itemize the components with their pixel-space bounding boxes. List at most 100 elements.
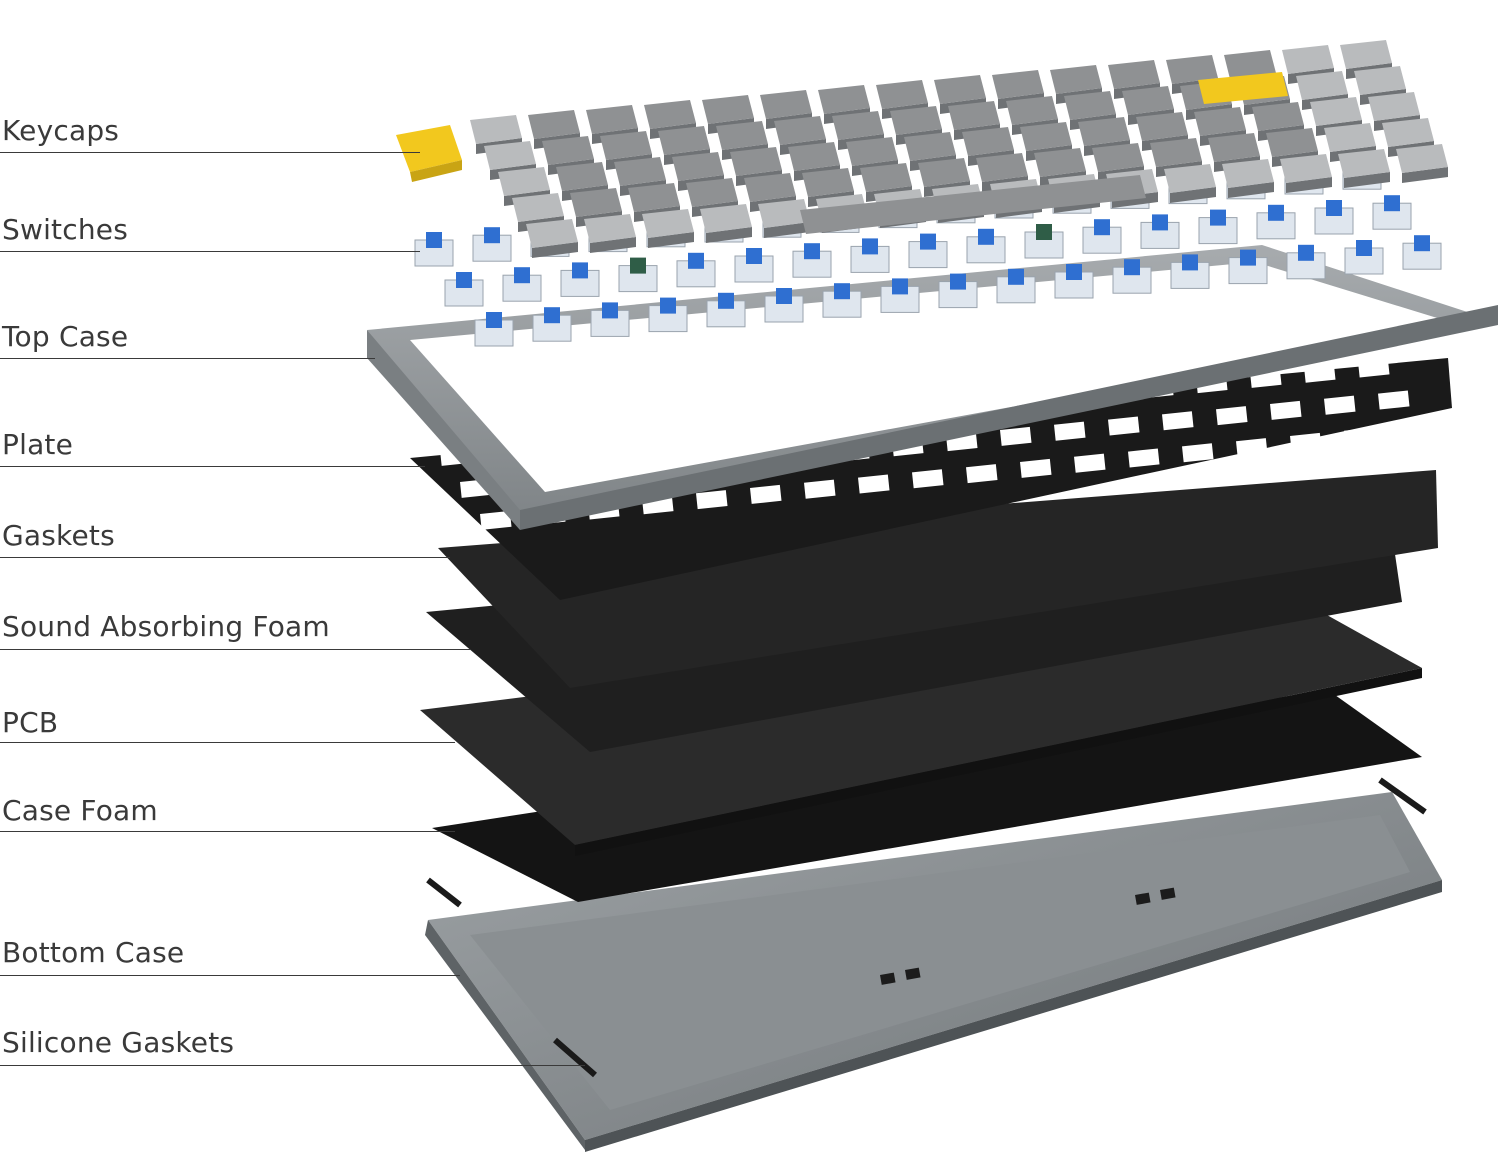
label-switches: Switches — [2, 213, 128, 246]
switch-icon — [1314, 200, 1354, 235]
plate-cutout — [1020, 458, 1052, 478]
keycap-icon — [1338, 149, 1390, 188]
silicone-gaskets — [426, 777, 1427, 1078]
leader-pcb — [0, 742, 455, 743]
switch-icon — [1112, 259, 1152, 294]
esc-key-icon — [396, 125, 462, 182]
switch-icon — [938, 273, 978, 309]
switch-icon — [822, 283, 862, 318]
leader-case-foam — [0, 831, 455, 832]
label-silicone-gaskets: Silicone Gaskets — [2, 1026, 235, 1059]
leader-top-case — [0, 358, 375, 359]
spacebar-icon — [800, 175, 1146, 234]
keycap-icon — [642, 209, 694, 248]
switch-icon — [850, 238, 890, 273]
switch-icon — [532, 307, 572, 342]
label-gaskets: Gaskets — [2, 519, 115, 552]
label-keycaps: Keycaps — [2, 114, 120, 147]
plate-cutout — [858, 474, 890, 494]
plate-cutout — [1270, 400, 1302, 420]
plate-cutout — [966, 464, 998, 484]
plate-cutout — [1162, 411, 1194, 431]
switch-icon — [966, 228, 1006, 264]
bottom-case — [425, 792, 1442, 1152]
plate-cutout — [1357, 358, 1390, 378]
leader-plate — [0, 466, 425, 467]
plate-cutout — [1398, 422, 1430, 442]
plate-cutout — [1054, 421, 1086, 441]
leader-gaskets — [0, 557, 450, 558]
switch-icon — [472, 227, 512, 262]
switch-icon — [880, 278, 920, 313]
plate-cutout — [1304, 363, 1336, 383]
switch-icon — [1344, 240, 1384, 275]
switch-icon — [648, 297, 688, 333]
plate-cutout — [1378, 390, 1410, 410]
keycap-icon — [584, 214, 636, 253]
switch-icon — [1286, 244, 1326, 280]
switch-icon — [1140, 214, 1180, 249]
plate-cutout — [480, 510, 512, 530]
switch-icon — [444, 272, 484, 307]
leader-switches — [0, 251, 420, 252]
keycap-icon — [758, 199, 810, 238]
label-sound-absorbing-foam: Sound Absorbing Foam — [2, 610, 330, 643]
plate-cutout — [750, 484, 782, 504]
switch-icon — [764, 288, 804, 323]
switch-icon — [1082, 219, 1122, 254]
leader-silicone-gaskets — [0, 1065, 585, 1066]
switch-icon — [560, 262, 600, 297]
plate-cutout — [1236, 438, 1268, 458]
leader-sound-absorbing-foam — [0, 649, 470, 650]
keycap-icon — [526, 219, 578, 258]
plate-cutout — [696, 490, 728, 510]
switch-icon — [1228, 249, 1268, 285]
plate-cutout — [1000, 426, 1032, 446]
case-foam — [432, 690, 1422, 902]
switch-icon — [1402, 235, 1442, 270]
keycap-icon — [700, 204, 752, 243]
plate-cutout — [1289, 432, 1322, 452]
switch-icon — [502, 267, 542, 302]
plate-cutout — [1215, 406, 1248, 426]
plate-cutout — [1181, 443, 1214, 463]
switch-icon — [414, 232, 454, 267]
plate-cutout — [804, 479, 836, 499]
keycap-icon — [1164, 164, 1216, 203]
switch-icon — [908, 233, 948, 269]
plate-cutout — [1073, 453, 1106, 473]
keycaps — [470, 40, 1448, 258]
keycap-icon — [1396, 144, 1448, 183]
plate-cutout — [1323, 395, 1356, 415]
switch-icon — [474, 312, 514, 347]
switch-icon — [1054, 264, 1094, 299]
switch-icon — [1372, 195, 1412, 230]
switch-icon — [1024, 224, 1064, 259]
leader-keycaps — [0, 152, 420, 153]
plate-cutout — [1128, 448, 1160, 468]
switch-icon — [590, 302, 630, 337]
label-bottom-case: Bottom Case — [2, 936, 185, 969]
switch-icon — [706, 292, 746, 328]
switch-icon — [792, 243, 832, 278]
switch-icon — [1256, 204, 1296, 240]
plate-cutout — [1344, 427, 1376, 447]
switch-icon — [1198, 209, 1238, 245]
switch-icon — [734, 248, 774, 283]
leader-bottom-case — [0, 975, 460, 976]
switch-icon — [996, 268, 1036, 304]
label-pcb: PCB — [2, 706, 59, 739]
label-plate: Plate — [2, 428, 74, 461]
plate-cutout — [1107, 416, 1140, 436]
switch-icon — [618, 257, 658, 293]
keycap-icon — [1222, 159, 1274, 198]
switch-icon — [1170, 254, 1210, 289]
switch-icon — [676, 252, 716, 288]
gaskets — [438, 470, 1438, 688]
enter-key-icon — [1198, 72, 1288, 104]
keycap-icon — [1280, 154, 1332, 193]
label-case-foam: Case Foam — [2, 794, 158, 827]
pcb — [420, 600, 1422, 856]
